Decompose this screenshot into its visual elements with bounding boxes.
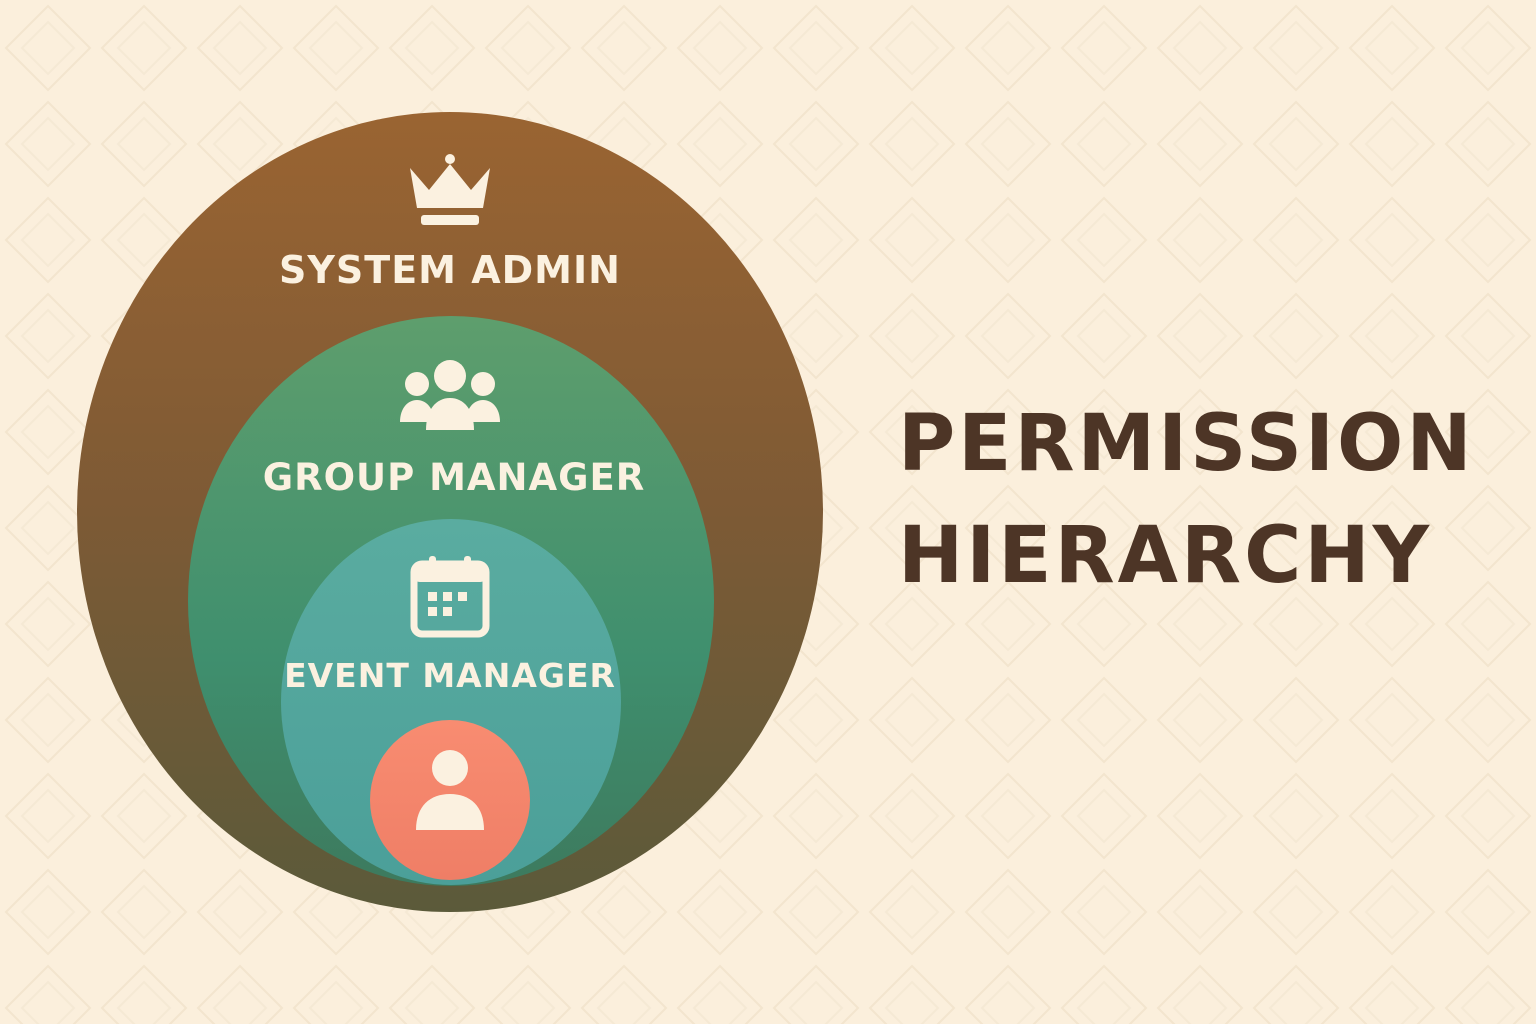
event-manager-circle: [281, 519, 621, 885]
event-manager-label: EVENT MANAGER: [284, 656, 616, 695]
system-admin-label: SYSTEM ADMIN: [279, 248, 621, 292]
crown-icon: [410, 154, 490, 225]
calendar-icon: [410, 556, 490, 638]
user-icon: [416, 750, 484, 830]
group-manager-label: GROUP MANAGER: [262, 456, 646, 499]
title-line-1: PERMISSION: [898, 399, 1475, 489]
title-line-2: HIERARCHY: [898, 511, 1433, 601]
page-title: PERMISSION HIERARCHY: [898, 388, 1498, 612]
group-icon: [400, 360, 500, 430]
